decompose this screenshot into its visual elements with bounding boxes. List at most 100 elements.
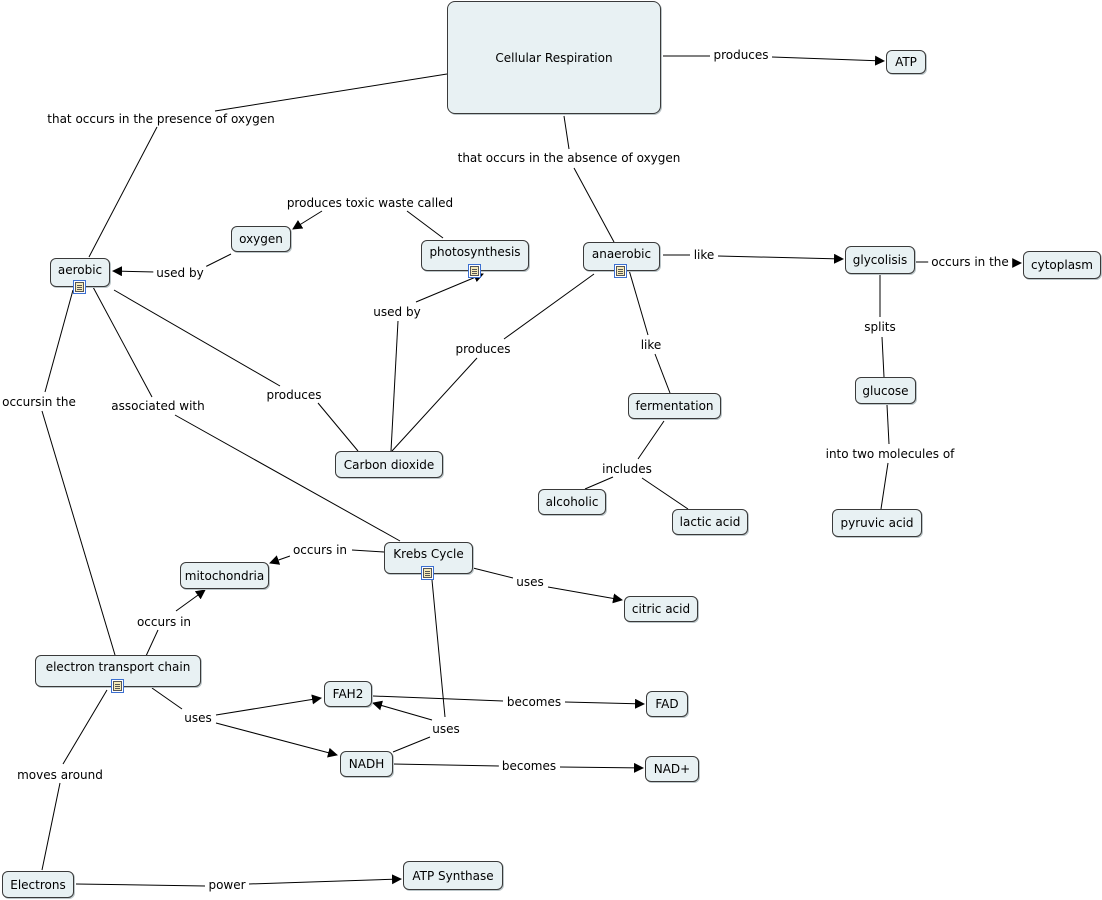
node-label: alcoholic	[545, 495, 599, 509]
edge-absence-anaerobic	[573, 167, 615, 243]
node-label: NAD+	[653, 762, 691, 776]
link-label-presence-oxygen[interactable]: that occurs in the presence of oxygen	[44, 112, 278, 126]
document-icon[interactable]	[421, 566, 434, 580]
edge-krebs-uses	[472, 567, 514, 579]
node-glycolisis[interactable]: glycolisis	[845, 246, 915, 274]
link-label-produces-aerobic[interactable]: produces	[263, 388, 325, 402]
node-cytoplasm[interactable]: cytoplasm	[1023, 251, 1101, 279]
link-label-absence-oxygen[interactable]: that occurs in the absence of oxygen	[454, 151, 684, 165]
edge-uses-down-fah2	[372, 700, 433, 721]
document-icon[interactable]	[73, 280, 86, 294]
link-label-occurs-in-krebs[interactable]: occurs in	[289, 543, 351, 557]
node-label: ATP Synthase	[412, 868, 494, 883]
node-label: glucose	[862, 383, 909, 398]
node-label: glycolisis	[852, 253, 908, 267]
edge-presence-aerobic	[88, 126, 158, 258]
node-label: Carbon dioxide	[343, 457, 435, 472]
link-label-used-by-oxygen[interactable]: used by	[153, 266, 207, 280]
edge-produces-atp	[771, 55, 885, 66]
edge-uses-down-nadh	[392, 736, 431, 753]
link-label-associated-with[interactable]: associated with	[108, 399, 208, 413]
node-label: fermentation	[635, 399, 714, 413]
link-label-toxic-waste[interactable]: produces toxic waste called	[283, 196, 457, 210]
node-label: FAH2	[332, 687, 364, 701]
node-label: electron transport chain	[45, 660, 191, 674]
node-label: FAD	[655, 697, 679, 711]
link-label-produces-atp[interactable]: produces	[710, 48, 772, 62]
link-label-occurs-in-the[interactable]: occurs in the	[928, 255, 1012, 269]
edge-produces-co2-a	[391, 357, 478, 452]
link-label-produces-anaerobic[interactable]: produces	[452, 342, 514, 356]
node-nadh[interactable]: NADH	[340, 751, 393, 777]
link-label-used-by-co2[interactable]: used by	[370, 305, 424, 319]
node-label: photosynthesis	[429, 245, 521, 259]
document-icon[interactable]	[614, 264, 627, 278]
edge-photo-toxic	[406, 210, 444, 239]
node-atp-synthase[interactable]: ATP Synthase	[403, 861, 503, 890]
link-label-occurs-in-etc[interactable]: occurs in	[133, 615, 195, 629]
edge-fah2-becomes	[372, 695, 504, 702]
edge-usedby-aerobic	[112, 266, 156, 277]
document-icon[interactable]	[468, 264, 481, 278]
edge-cr-presence	[214, 73, 448, 112]
edge-nadh-becomes	[392, 763, 500, 767]
node-alcoholic[interactable]: alcoholic	[538, 489, 606, 515]
edge-assoc-krebs	[174, 414, 401, 542]
node-pyruvic-acid[interactable]: pyruvic acid	[832, 509, 922, 537]
edge-glucose-into	[886, 404, 890, 445]
edge-includes-lactic	[641, 477, 689, 510]
node-label: Electrons	[10, 877, 66, 892]
node-nad-plus[interactable]: NAD+	[645, 756, 699, 782]
edge-occursin-mito2	[175, 589, 206, 612]
edge-electrons-power	[75, 883, 206, 887]
node-oxygen[interactable]: oxygen	[231, 226, 291, 252]
document-icon[interactable]	[111, 679, 124, 693]
edge-includes-alcoholic	[584, 476, 614, 490]
node-label: NADH	[348, 757, 385, 771]
node-cellular-respiration[interactable]: Cellular Respiration	[447, 1, 661, 114]
link-label-becomes-nad[interactable]: becomes	[498, 759, 560, 773]
link-label-like-fermentation[interactable]: like	[637, 338, 665, 352]
node-photosynthesis[interactable]: photosynthesis	[421, 240, 529, 271]
edge-aerobic-produces	[113, 289, 281, 387]
edge-like2-fermentation	[654, 353, 671, 394]
node-label: aerobic	[57, 263, 103, 277]
link-label-becomes-fad[interactable]: becomes	[503, 695, 565, 709]
edge-krebs-uses-down	[431, 579, 446, 718]
link-label-splits[interactable]: splits	[861, 320, 899, 334]
edge-co2-usedby	[390, 320, 399, 452]
edge-uses-citric	[547, 586, 623, 604]
link-label-moves-around[interactable]: moves around	[14, 768, 106, 782]
edge-produces-co2-b	[317, 402, 359, 452]
link-label-into-two[interactable]: into two molecules of	[822, 447, 958, 461]
node-fad[interactable]: FAD	[646, 691, 688, 717]
node-label: citric acid	[631, 602, 691, 616]
node-carbon-dioxide[interactable]: Carbon dioxide	[335, 451, 443, 478]
link-label-power[interactable]: power	[205, 878, 249, 892]
link-label-uses-krebs-down[interactable]: uses	[429, 722, 463, 736]
node-lactic-acid[interactable]: lactic acid	[672, 509, 748, 535]
node-glucose[interactable]: glucose	[855, 377, 916, 404]
edge-into-pyruvic	[880, 462, 889, 510]
edge-anaerobic-produces	[503, 273, 595, 340]
node-citric-acid[interactable]: citric acid	[624, 596, 698, 622]
node-fermentation[interactable]: fermentation	[628, 393, 721, 419]
edge-anaerobic-like2	[628, 269, 649, 336]
node-fah2[interactable]: FAH2	[324, 681, 372, 707]
link-label-uses-etc[interactable]: uses	[181, 711, 215, 725]
edge-oxygen-usedby	[204, 253, 232, 268]
link-label-includes[interactable]: includes	[599, 462, 655, 476]
node-electrons[interactable]: Electrons	[2, 871, 74, 898]
link-label-like-glycolisis[interactable]: like	[690, 248, 718, 262]
node-electron-transport-chain[interactable]: electron transport chain	[35, 655, 201, 687]
edge-etc-uses	[151, 687, 183, 710]
edge-moves-electrons	[41, 782, 61, 871]
link-label-uses-krebs[interactable]: uses	[513, 575, 547, 589]
link-label-occursin-the[interactable]: occursin the	[0, 395, 79, 409]
node-atp[interactable]: ATP	[886, 50, 926, 74]
edge-splits-glucose	[881, 336, 885, 378]
node-krebs-cycle[interactable]: Krebs Cycle	[384, 542, 473, 574]
edge-aerobic-occursin	[44, 289, 74, 393]
node-mitochondria[interactable]: mitochondria	[180, 562, 269, 589]
